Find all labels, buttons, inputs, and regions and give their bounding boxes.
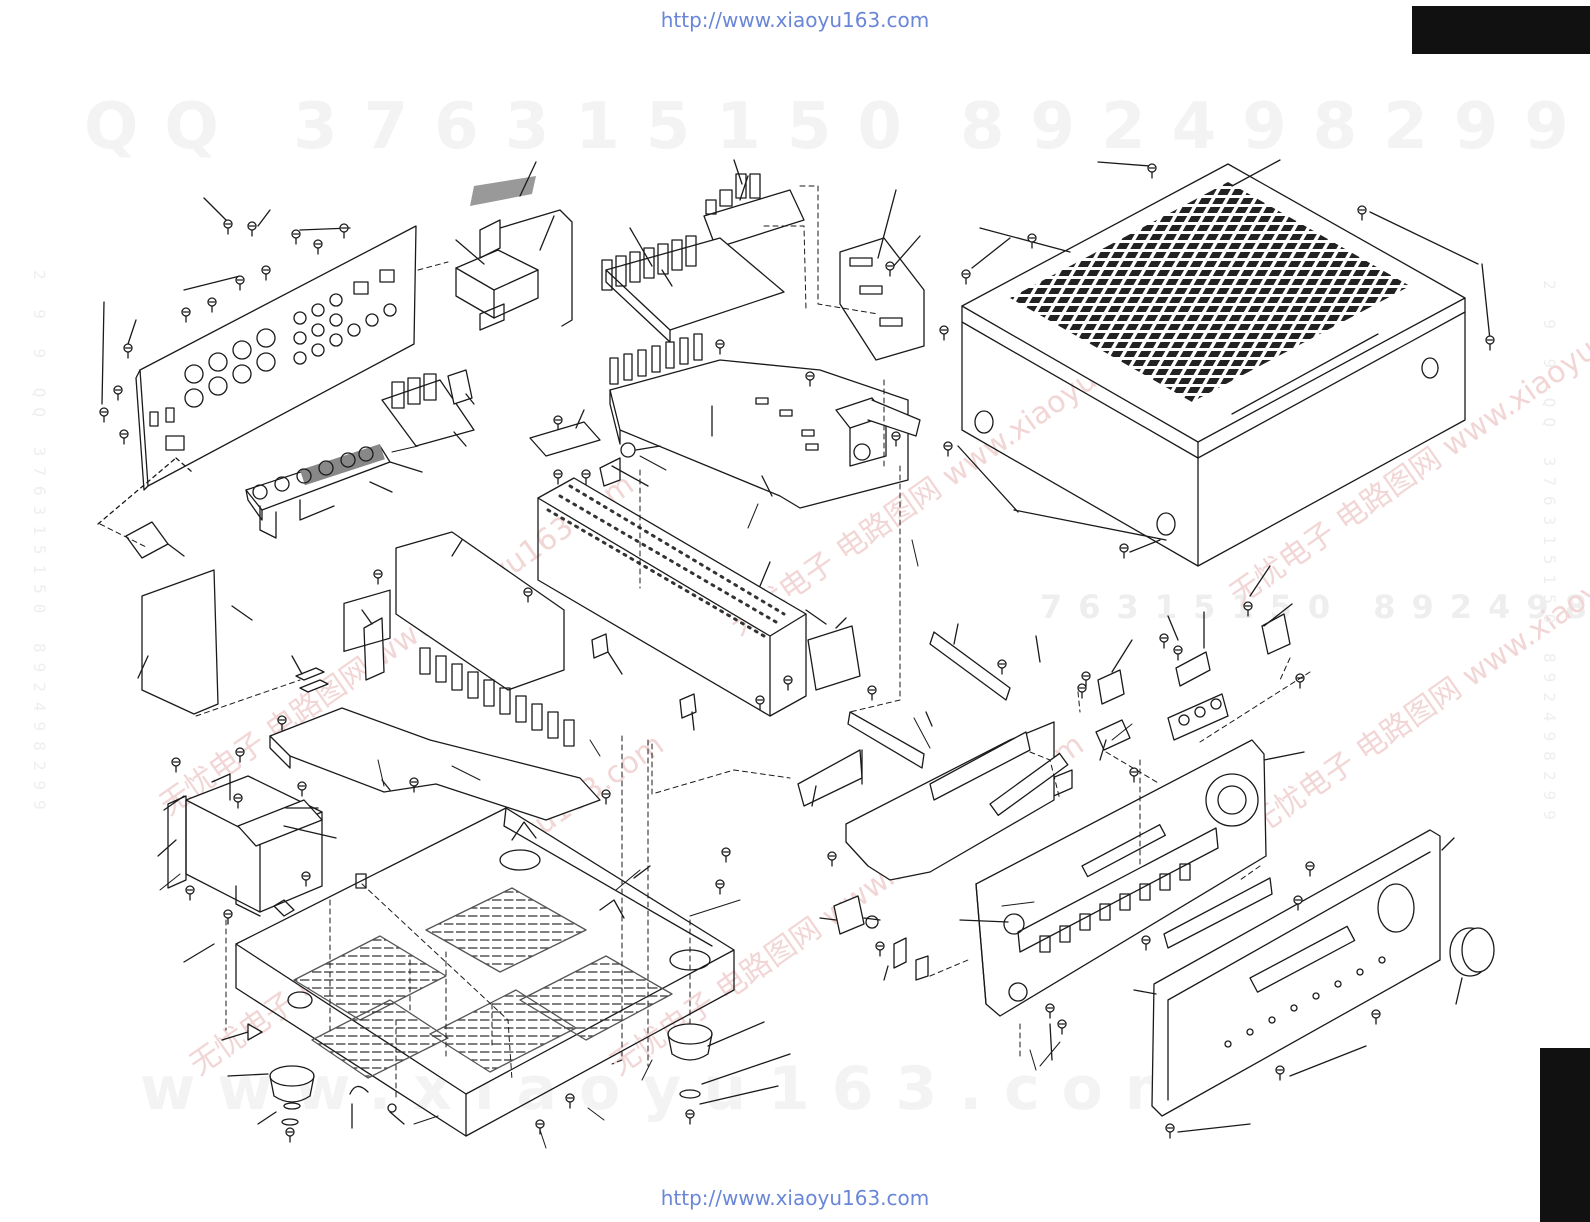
video-board-upper (703, 159, 805, 249)
amp-shield-plate (361, 531, 565, 691)
power-transformer (157, 747, 337, 917)
rear-panel (99, 197, 417, 491)
watermark-side-right: 2 9 9 QQ 376315150 892498299 (1540, 280, 1559, 830)
source-url-bottom[interactable]: http://www.xiaoyu163.com (660, 1186, 930, 1210)
feet (221, 1021, 791, 1143)
small-shield (447, 369, 473, 405)
speaker-terminal-board (245, 444, 423, 539)
video-board-lower (601, 227, 785, 343)
switch-boards-right (1077, 565, 1315, 911)
watermark-qq: QQ 376315150 (84, 90, 928, 164)
assembly-guide-lines (99, 185, 1311, 1101)
main-pcb (553, 333, 921, 509)
watermark-mid: 76315150 892498299 (1040, 588, 1590, 626)
input-jack-board (381, 373, 475, 447)
section-tab-top (1412, 6, 1590, 54)
chassis (183, 807, 735, 1137)
top-cover (943, 159, 1495, 567)
front-chassis-frame (959, 739, 1305, 1061)
front-pcb (797, 623, 1069, 881)
side-bracket-board (839, 189, 949, 361)
headphone-board (819, 895, 929, 981)
leader-lines (159, 445, 1133, 1149)
section-tab-right (1540, 1048, 1590, 1222)
tuner-module (455, 161, 573, 331)
watermark-number: 892498299 (960, 90, 1590, 164)
small-board-left (529, 409, 661, 487)
volume-knob (1449, 927, 1495, 1005)
heatsink (537, 477, 877, 717)
power-amp-board (269, 589, 611, 821)
sub-board-left (137, 569, 329, 715)
front-panel (1133, 829, 1455, 1139)
watermark-side-left: 2 9 9 QQ 376315150 892498299 (30, 270, 49, 820)
thermal-pad (591, 633, 609, 659)
source-url-top[interactable]: http://www.xiaoyu163.com (660, 8, 930, 32)
watermark-site: www.xiaoyu163.com (140, 1054, 1210, 1124)
